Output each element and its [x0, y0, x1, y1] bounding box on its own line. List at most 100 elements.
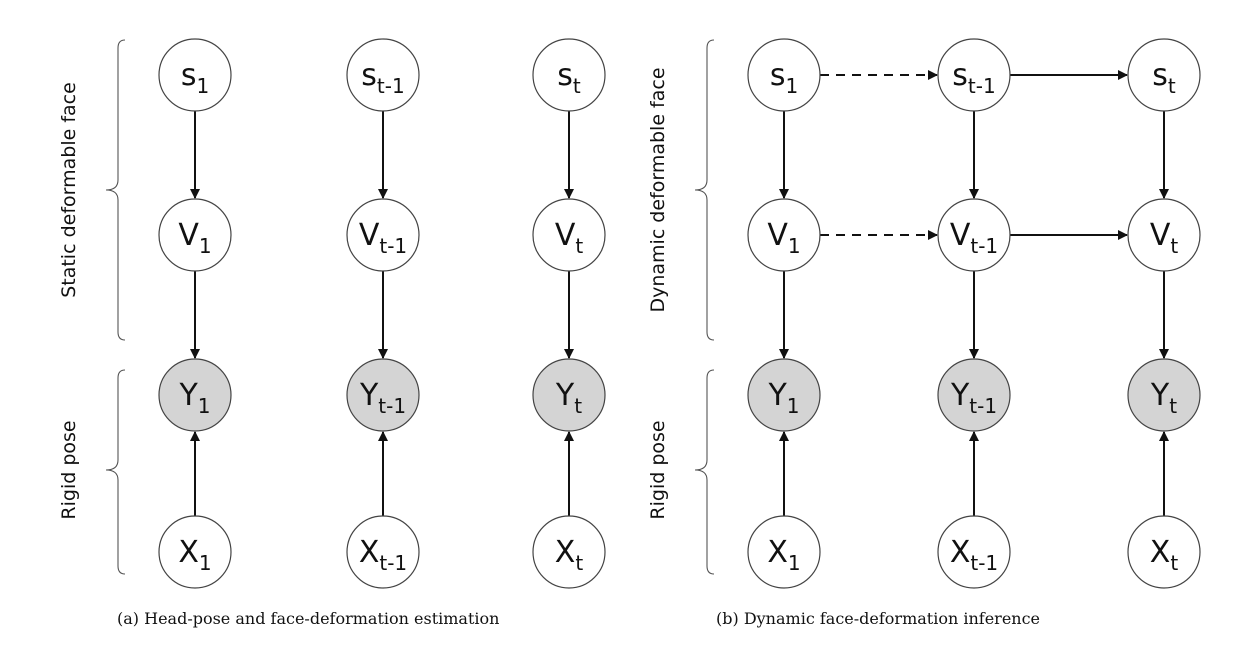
caption-panel-a: (a) Head-pose and face-deformation estim…: [117, 609, 500, 628]
node-label: Yt: [555, 378, 582, 418]
node-label-base: X: [767, 535, 788, 570]
node-a-yt: Yt: [532, 358, 606, 432]
node-label: Xt-1: [359, 535, 407, 575]
node-label-subscript: t-1: [970, 551, 998, 575]
latent-node-circle: [158, 515, 232, 589]
latent-node-circle: [747, 38, 821, 112]
node-label-subscript: t-1: [968, 74, 996, 98]
node-b-st1: st-1: [937, 38, 1011, 112]
latent-node-circle: [532, 198, 606, 272]
node-b-yt1: Yt-1: [937, 358, 1011, 432]
latent-node-circle: [937, 515, 1011, 589]
node-label-base: s: [181, 58, 197, 93]
node-label: st: [557, 58, 581, 98]
node-label-base: V: [359, 218, 380, 253]
observed-node-circle: [532, 358, 606, 432]
node-b-y1: Y1: [747, 358, 821, 432]
node-b-vt: Vt: [1127, 198, 1201, 272]
node-label-subscript: t-1: [377, 74, 405, 98]
brace-b-bottom: [694, 369, 715, 575]
node-label-subscript: t: [574, 394, 582, 418]
node-label-base: Y: [178, 378, 198, 413]
node-label: V1: [767, 218, 800, 258]
node-label: Vt: [555, 218, 584, 258]
observed-node-circle: [747, 358, 821, 432]
node-label: Xt-1: [950, 535, 998, 575]
latent-node-circle: [937, 38, 1011, 112]
node-label: Xt: [555, 535, 584, 575]
node-a-xt: Xt: [532, 515, 606, 589]
group-label-rigid-pose-a: Rigid pose: [58, 420, 80, 519]
node-label-subscript: t-1: [378, 394, 406, 418]
latent-node-circle: [747, 515, 821, 589]
latent-node-circle: [937, 198, 1011, 272]
node-label: Vt-1: [950, 218, 998, 258]
observed-node-circle: [1127, 358, 1201, 432]
node-label: Vt-1: [359, 218, 407, 258]
node-a-vt1: Vt-1: [346, 198, 420, 272]
latent-node-circle: [158, 38, 232, 112]
observed-node-circle: [346, 358, 420, 432]
node-label: X1: [767, 535, 800, 575]
node-label: st-1: [361, 58, 404, 98]
caption-panel-b: (b) Dynamic face-deformation inference: [716, 609, 1041, 628]
latent-node-circle: [346, 198, 420, 272]
node-label-subscript: 1: [788, 234, 801, 258]
node-label-base: s: [770, 58, 786, 93]
node-label-base: X: [555, 535, 576, 570]
node-b-xt: Xt: [1127, 515, 1201, 589]
node-label: Yt: [1150, 378, 1177, 418]
node-a-v1: V1: [158, 198, 232, 272]
brace-a-bottom: [105, 369, 126, 575]
group-label-static-face: Static deformable face: [58, 82, 80, 298]
node-b-vt1: Vt-1: [937, 198, 1011, 272]
node-label-subscript: t: [575, 551, 583, 575]
node-label-base: X: [950, 535, 971, 570]
node-a-y1: Y1: [158, 358, 232, 432]
node-label: s1: [181, 58, 209, 98]
node-label-subscript: t: [1170, 551, 1178, 575]
node-label: st: [1152, 58, 1176, 98]
latent-node-circle: [1127, 198, 1201, 272]
node-label: Y1: [178, 378, 210, 418]
node-label-subscript: 1: [787, 394, 800, 418]
node-label-base: X: [178, 535, 199, 570]
node-label-base: V: [1150, 218, 1171, 253]
node-b-yt: Yt: [1127, 358, 1201, 432]
latent-node-circle: [158, 198, 232, 272]
latent-node-circle: [1127, 515, 1201, 589]
node-b-xt1: Xt-1: [937, 515, 1011, 589]
latent-node-circle: [532, 38, 606, 112]
observed-node-circle: [937, 358, 1011, 432]
node-label-base: s: [1152, 58, 1168, 93]
node-label-subscript: 1: [785, 74, 798, 98]
node-label: Yt-1: [359, 378, 406, 418]
node-label: Xt: [1150, 535, 1179, 575]
node-label-base: V: [950, 218, 971, 253]
node-label: st-1: [952, 58, 995, 98]
node-label-subscript: 1: [198, 394, 211, 418]
node-label-subscript: t-1: [970, 234, 998, 258]
node-label-subscript: t: [1168, 74, 1176, 98]
node-label-base: Y: [1150, 378, 1170, 413]
node-label-base: Y: [950, 378, 970, 413]
node-label-base: Y: [555, 378, 575, 413]
edge-layer: [190, 70, 1169, 516]
node-a-yt1: Yt-1: [346, 358, 420, 432]
node-a-vt: Vt: [532, 198, 606, 272]
brace-b-top: [694, 39, 715, 341]
node-label-base: V: [555, 218, 576, 253]
node-label-base: Y: [767, 378, 787, 413]
node-b-v1: V1: [747, 198, 821, 272]
node-a-xt1: Xt-1: [346, 515, 420, 589]
brace-a-top: [105, 39, 126, 341]
node-label-subscript: t: [1169, 394, 1177, 418]
node-label-subscript: t-1: [969, 394, 997, 418]
node-label: Y1: [767, 378, 799, 418]
latent-node-circle: [346, 515, 420, 589]
group-label-dynamic-face: Dynamic deformable face: [647, 67, 669, 312]
node-label: Yt-1: [950, 378, 997, 418]
node-label: s1: [770, 58, 798, 98]
